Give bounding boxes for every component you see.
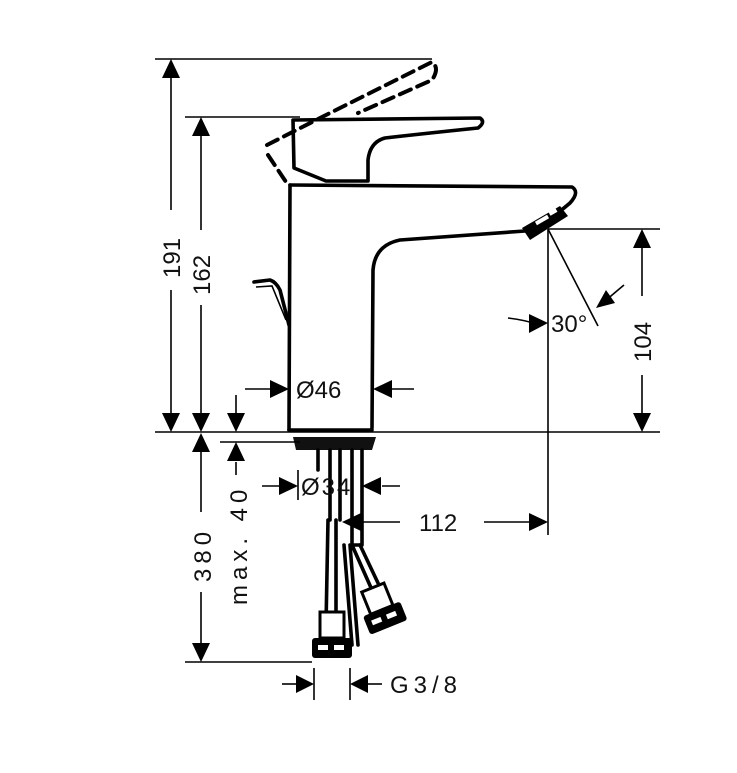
dimension-lever-height: 162 [189,117,216,432]
dimension-shank-diameter: Ø34 [262,474,400,501]
hose-nut-right [359,581,407,635]
dimension-hose-connection: G3/8 [282,672,462,699]
dimension-spout-angle: 30° [507,284,625,338]
label-diameter-46: Ø46 [296,377,341,404]
label-max-40: max. 40 [226,485,253,605]
faucet-body [252,59,578,658]
reference-lines [155,58,660,700]
label-380: 380 [190,527,217,582]
label-diameter-34: Ø34 [301,474,352,501]
dimension-total-height: 191 [159,59,186,432]
label-112: 112 [419,510,457,537]
label-30-degrees: 30° [551,311,587,338]
label-162: 162 [189,255,216,295]
dimension-body-diameter: Ø46 [245,377,414,404]
aerator [522,206,568,240]
label-191: 191 [159,238,186,278]
dimension-max-counter-thickness: max. 40 [226,395,253,605]
dimension-hose-length: 380 [190,433,217,662]
label-g3-8: G3/8 [390,672,462,699]
dimension-spout-height: 104 [630,229,657,432]
dimension-spout-reach: 112 [342,510,548,537]
hose-nut-left [312,610,352,658]
label-104: 104 [630,322,657,362]
